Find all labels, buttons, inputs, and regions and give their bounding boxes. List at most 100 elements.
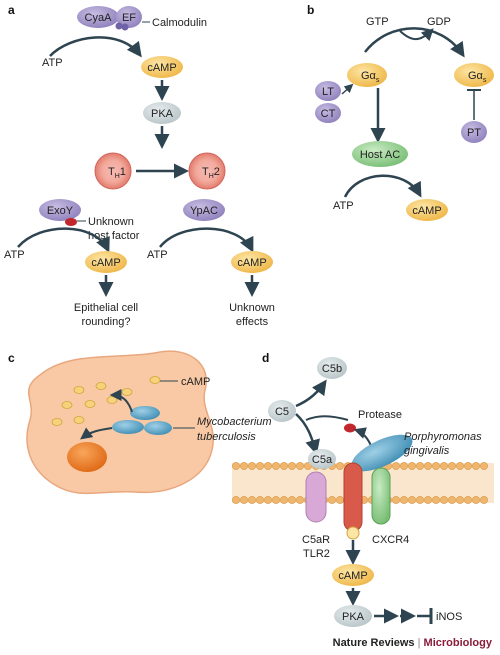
camp-label-b: cAMP: [412, 205, 441, 217]
camp-dot: [84, 400, 96, 408]
protease-action-line: [305, 415, 349, 421]
th2-cell: TH2: [188, 152, 226, 190]
camp-dot: [106, 396, 118, 404]
cxcr4-label: CXCR4: [372, 534, 409, 546]
ypac-node: YpAC: [183, 199, 225, 221]
c5b-node: C5b: [317, 357, 347, 379]
ct-label: CT: [321, 108, 336, 120]
bacterium: [130, 406, 160, 420]
camp-label-1: cAMP: [147, 62, 176, 74]
host-ac-node: Host AC: [352, 141, 408, 167]
lipid-head: [432, 496, 440, 504]
host-ac-label: Host AC: [360, 149, 400, 161]
cxcr4-receptor: [371, 467, 391, 525]
lipid-head: [264, 462, 272, 470]
camp-dot: [149, 376, 161, 384]
gtp-label: GTP: [366, 16, 389, 28]
camp-node-d: cAMP: [332, 564, 374, 586]
ef-node: EF: [116, 6, 142, 28]
camp-label-c: cAMP: [181, 376, 210, 388]
unknown-effects-label-2: effects: [236, 316, 269, 328]
unknown-effects-label-1: Unknown: [229, 302, 275, 314]
mtb-label-2: tuberculosis: [197, 431, 256, 443]
protease-label: Protease: [358, 409, 402, 421]
th1-label: TH1: [108, 166, 126, 180]
pka-node-d: PKA: [334, 605, 372, 627]
panel-a: a CyaA EF Calmodulin ATP cAMP PKA: [4, 3, 275, 328]
lipid-head: [296, 496, 304, 504]
lipid-head: [448, 462, 456, 470]
camp-node-1: cAMP: [141, 56, 183, 78]
bacterium: [144, 421, 172, 435]
lipid-head: [272, 462, 280, 470]
lipid-head: [456, 462, 464, 470]
panel-d-letter: d: [262, 351, 269, 365]
lipid-head: [480, 496, 488, 504]
tlr2-adaptor: [346, 526, 360, 540]
calmodulin-dot: [121, 23, 129, 31]
lipid-head: [440, 496, 448, 504]
protease-dot: [344, 423, 356, 433]
c5ar-receptor: [305, 471, 327, 523]
lipid-head: [280, 462, 288, 470]
galpha-s-node-1: Gαs: [347, 63, 387, 87]
c5a-label: C5a: [312, 454, 333, 466]
gtp-gdp-arc: [364, 27, 465, 58]
pt-node: PT: [461, 121, 487, 143]
exoy-node: ExoY: [39, 199, 81, 221]
c5ar-label: C5aR: [302, 534, 330, 546]
journal-name: Nature Reviews: [332, 637, 415, 649]
lipid-head: [272, 496, 280, 504]
porph-label-2: gingivalis: [404, 445, 450, 457]
lipid-head: [336, 496, 344, 504]
unknown-host-label-1: Unknown: [88, 216, 134, 228]
lipid-head: [448, 496, 456, 504]
tlr2-label: TLR2: [303, 548, 330, 560]
pt-label: PT: [467, 127, 481, 139]
camp-dot: [73, 416, 85, 424]
lipid-head: [288, 462, 296, 470]
lipid-head: [328, 496, 336, 504]
arrow-c5-c5b: [295, 379, 327, 408]
lipid-head: [264, 496, 272, 504]
bacterium: [112, 420, 144, 434]
lipid-head: [240, 462, 248, 470]
lipid-head: [408, 496, 416, 504]
mtb-label-1: Mycobacterium: [197, 416, 272, 428]
pka-label-a: PKA: [151, 108, 174, 120]
lipid-head: [336, 462, 344, 470]
c5-node: C5: [268, 400, 296, 422]
lipid-head: [392, 462, 400, 470]
galpha-s-label-2: Gαs: [468, 70, 487, 84]
calmodulin-label: Calmodulin: [152, 17, 207, 29]
lipid-head: [280, 496, 288, 504]
lipid-head: [416, 462, 424, 470]
lt-label: LT: [322, 86, 334, 98]
panel-b-letter: b: [307, 3, 314, 17]
camp-dot: [61, 401, 73, 409]
ypac-label: YpAC: [190, 205, 218, 217]
lipid-head: [400, 496, 408, 504]
th2-label: TH2: [202, 166, 220, 180]
lt-node: LT: [315, 81, 341, 101]
cyaa-conversion-arrow: [49, 36, 142, 58]
secretion-arrow-up: [109, 389, 133, 413]
gdp-label: GDP: [427, 16, 451, 28]
camp-node-b: cAMP: [406, 199, 448, 221]
tlr2-receptor: [343, 462, 363, 532]
camp-label-2: cAMP: [91, 257, 120, 269]
lipid-head: [232, 496, 240, 504]
pka-node-a: PKA: [143, 102, 181, 124]
panel-c: c cAMP Mycobacterium tuberculosis: [8, 350, 272, 495]
pka-label-d: PKA: [342, 611, 365, 623]
lipid-head: [288, 496, 296, 504]
camp-label-3: cAMP: [237, 257, 266, 269]
host-factor-dot: [65, 218, 77, 226]
arrow-c5-c5a: [295, 413, 320, 455]
c5a-node: C5a: [308, 449, 336, 469]
camp-dots: [51, 376, 161, 426]
camp-dot: [51, 418, 63, 426]
lipid-head: [456, 496, 464, 504]
lipid-head: [400, 462, 408, 470]
